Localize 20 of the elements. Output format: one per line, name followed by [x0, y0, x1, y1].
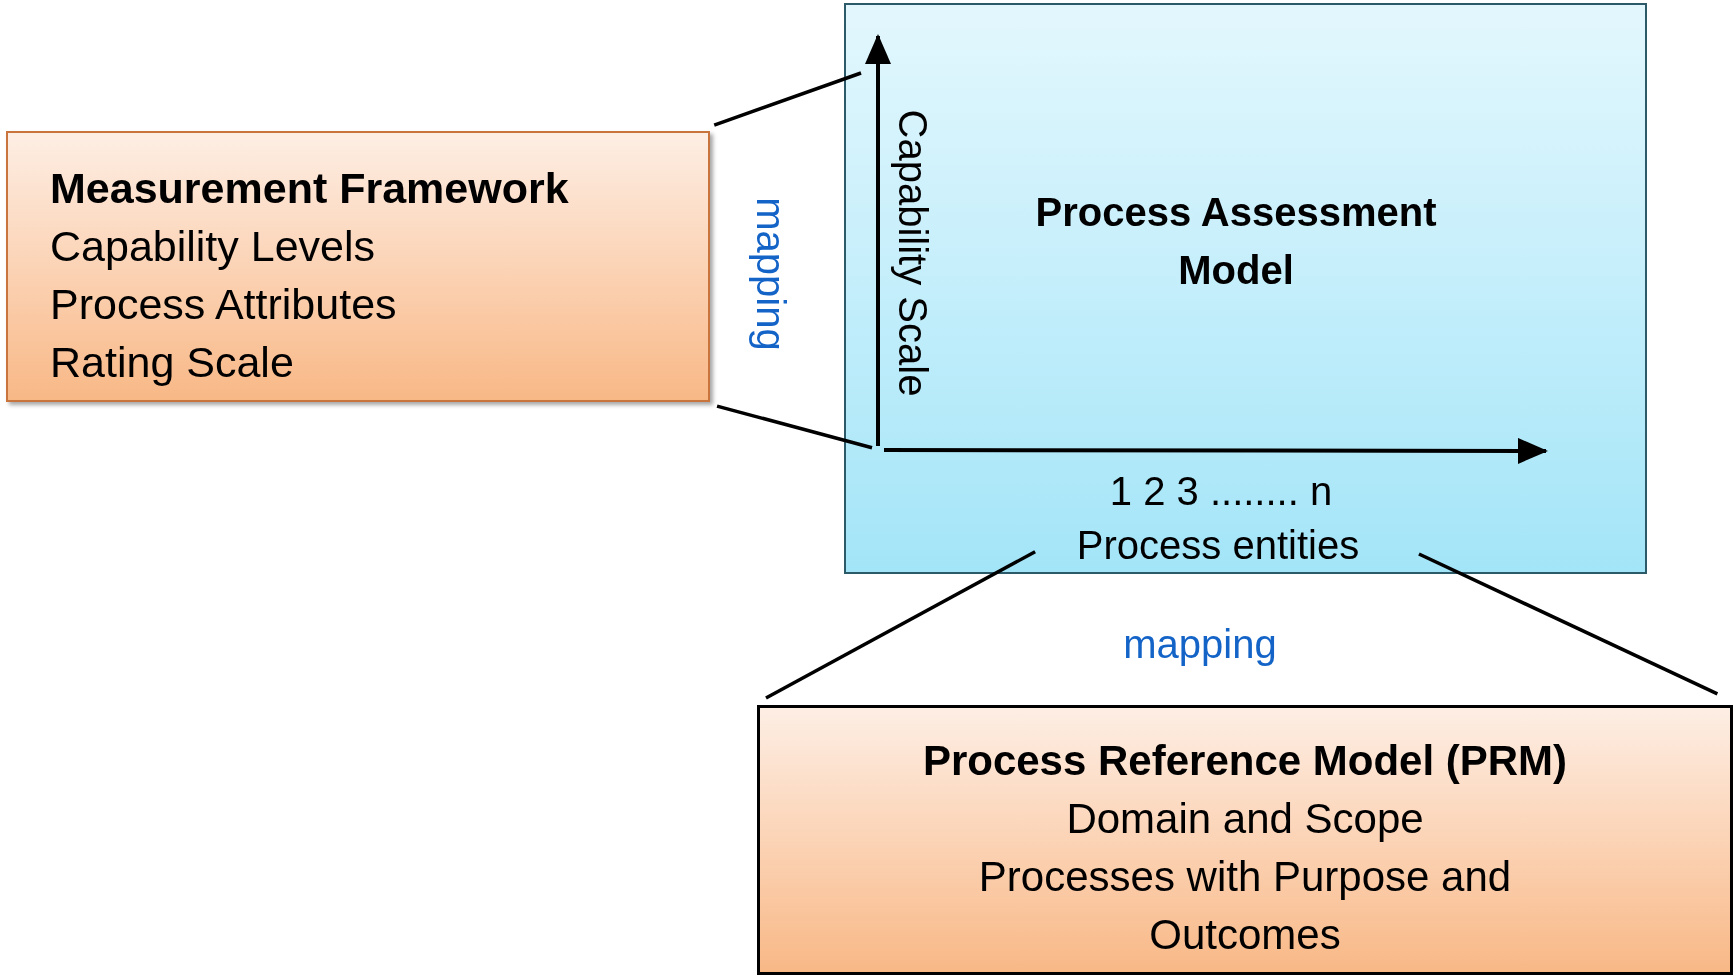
- box-heading: Process Assessment Model: [1034, 189, 1438, 294]
- mapping-line: [765, 550, 1036, 700]
- mapping-label: mapping: [749, 197, 793, 351]
- framework-box: [6, 131, 710, 402]
- box-text: Process Attributes: [50, 279, 398, 330]
- model-box: [844, 3, 1647, 574]
- axis-label: Capability Scale: [891, 109, 935, 397]
- axis-title: Process entities: [1075, 522, 1361, 569]
- axis-ticks: 1 2 3 ........ n: [1108, 468, 1334, 515]
- box-text: Rating Scale: [50, 337, 295, 388]
- mapping-label: mapping: [1122, 621, 1278, 668]
- box-heading: Process Reference Model (PRM): [922, 736, 1568, 786]
- mapping-line: [713, 71, 862, 127]
- box-text: Processes with Purpose and Outcomes: [977, 852, 1513, 960]
- mapping-line: [716, 404, 873, 450]
- mapping-line: [1418, 552, 1719, 696]
- reference-box: [757, 705, 1733, 975]
- box-text: Domain and Scope: [1066, 794, 1424, 844]
- box-heading: Measurement Framework: [50, 163, 570, 214]
- box-text: Capability Levels: [50, 221, 377, 272]
